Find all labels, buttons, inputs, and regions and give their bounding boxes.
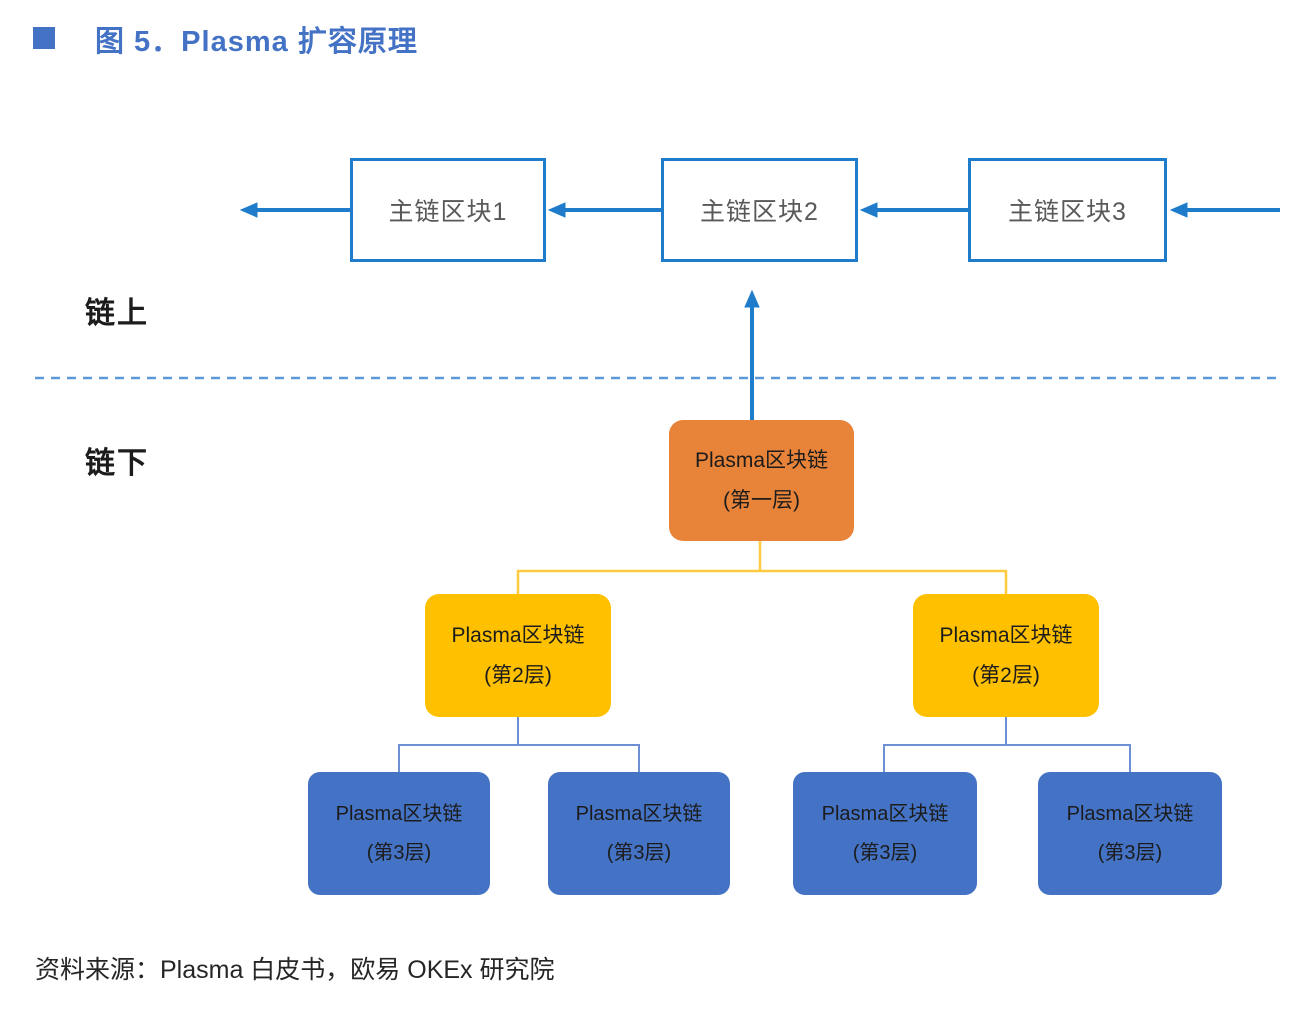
plasma-level2-box-right: Plasma区块链 (第2层) [913, 594, 1099, 717]
plasma-level3-box-2-layer: (第3层) [606, 842, 672, 864]
plasma-level1-layer: (第一层) [723, 489, 800, 512]
zone-label-off-chain: 链下 [85, 447, 149, 480]
plasma-level1-box: Plasma区块链 (第一层) [669, 420, 854, 541]
plasma-level3-box-2-name: Plasma区块链 [575, 803, 703, 825]
figure-title: 图 5．Plasma 扩容原理 [95, 26, 418, 58]
plasma-level3-box-1-layer: (第3层) [366, 842, 432, 864]
main-chain-block-2-label: 主链区块2 [700, 198, 819, 226]
main-chain-block-2: 主链区块2 [661, 158, 858, 262]
connector-level1-level2 [516, 541, 1008, 595]
main-chain-block-3-label: 主链区块3 [1008, 198, 1127, 226]
arrow-block3-to-block2-head [859, 202, 878, 218]
connector-level2-right-children [883, 717, 1131, 773]
connector-level2-left-children [398, 717, 640, 773]
plasma-level2-right-name: Plasma区块链 [939, 623, 1073, 647]
plasma-level3-box-1: Plasma区块链 (第3层) [308, 772, 490, 895]
plasma-level2-box-left: Plasma区块链 (第2层) [425, 594, 611, 717]
source-note: 资料来源：Plasma 白皮书，欧易 OKEx 研究院 [35, 956, 555, 984]
zone-label-on-chain: 链上 [85, 297, 149, 330]
plasma-level3-box-3-layer: (第3层) [852, 842, 918, 864]
title-bullet-square [33, 27, 55, 49]
main-chain-block-3: 主链区块3 [968, 158, 1167, 262]
plasma-level2-left-layer: (第2层) [484, 664, 552, 687]
plasma-level3-box-2: Plasma区块链 (第3层) [548, 772, 730, 895]
plasma-level3-box-4-layer: (第3层) [1097, 842, 1163, 864]
arrow-block1-out-head [239, 202, 258, 218]
plasma-level1-name: Plasma区块链 [694, 448, 829, 472]
plasma-level3-box-4-name: Plasma区块链 [1066, 803, 1194, 825]
arrow-plasma-to-mainchain-head [744, 289, 760, 308]
arrow-block2-to-block1-head [547, 202, 566, 218]
plasma-level2-left-name: Plasma区块链 [451, 623, 585, 647]
plasma-level2-right-layer: (第2层) [972, 664, 1040, 687]
plasma-level3-box-3: Plasma区块链 (第3层) [793, 772, 977, 895]
main-chain-block-1-label: 主链区块1 [388, 198, 508, 226]
plasma-level3-box-3-name: Plasma区块链 [821, 803, 949, 825]
plasma-level3-box-1-name: Plasma区块链 [335, 803, 463, 825]
arrow-into-block3-head [1169, 202, 1188, 218]
plasma-level3-box-4: Plasma区块链 (第3层) [1038, 772, 1222, 895]
main-chain-block-1: 主链区块1 [350, 158, 546, 262]
main-chain-arrows [239, 202, 1280, 420]
